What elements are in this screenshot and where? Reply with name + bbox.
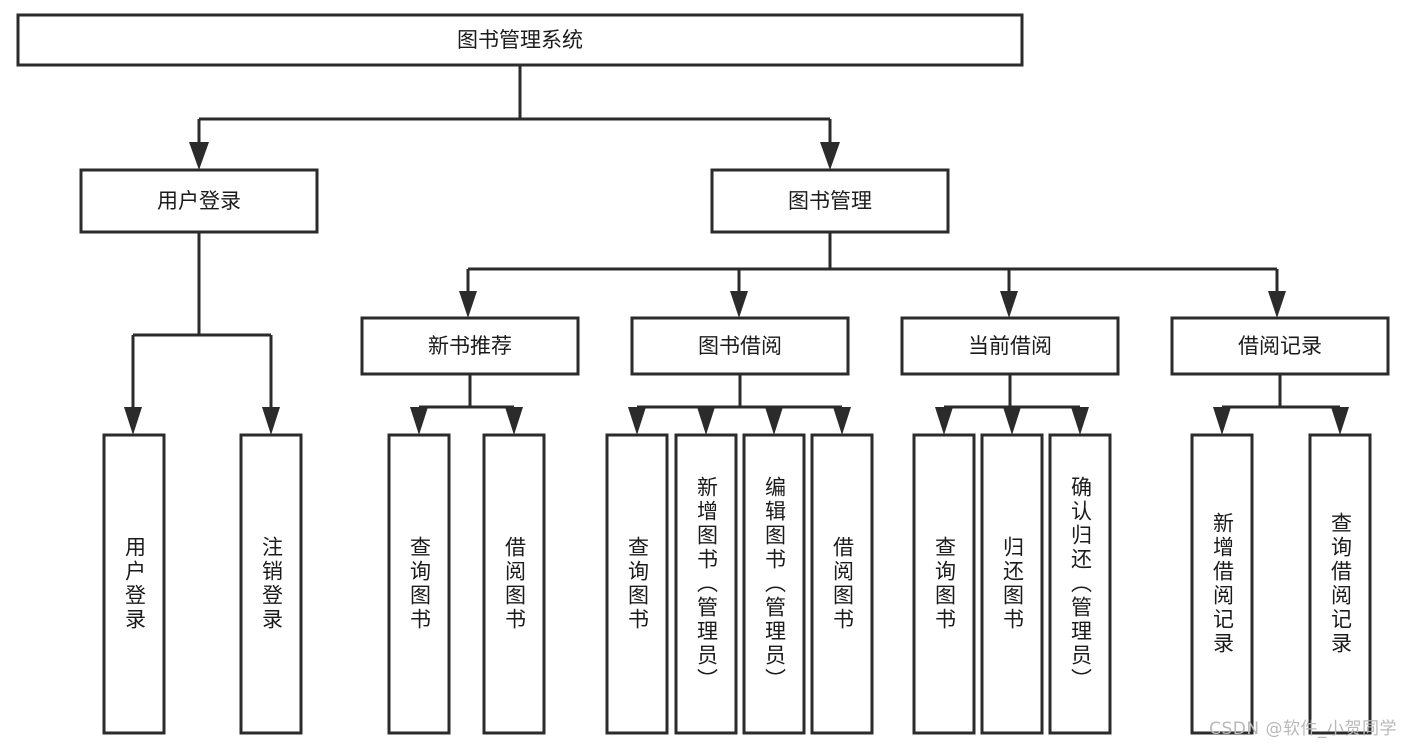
node-user-login-box[interactable] xyxy=(79,168,319,234)
node-return-book-box[interactable] xyxy=(980,433,1044,735)
arrow-head-current-borrow xyxy=(1000,291,1018,318)
arrow-head-add-book-admin xyxy=(697,407,715,435)
node-query-book-2-box[interactable] xyxy=(605,433,669,735)
watermark-text: CSDN @软件_小贺同学 xyxy=(1209,719,1397,739)
node-user-login-do-box[interactable] xyxy=(102,433,166,735)
arrow-head-query-book-3 xyxy=(935,407,953,435)
connector-group-borrow-record xyxy=(1213,374,1349,435)
arrow-head-query-book-1 xyxy=(410,407,428,435)
arrow-head-user-login-do xyxy=(124,407,142,435)
node-new-book-recommend[interactable]: 新书推荐 xyxy=(360,316,580,376)
node-add-book-admin-box[interactable] xyxy=(674,433,738,735)
arrow-head-user-logout xyxy=(262,407,280,435)
node-borrow-book-1-box[interactable] xyxy=(482,433,546,735)
node-book-manage[interactable]: 图书管理 xyxy=(710,168,950,234)
arrow-head-book-manage xyxy=(820,142,840,170)
arrow-head-query-book-2 xyxy=(628,407,646,435)
arrow-head-book-borrow xyxy=(730,291,748,318)
node-query-book-1-box[interactable] xyxy=(387,433,451,735)
node-new-book-recommend-label: 新书推荐 xyxy=(428,334,512,358)
node-borrow-record[interactable]: 借阅记录 xyxy=(1170,316,1390,376)
arrow-head-add-borrow-record xyxy=(1213,407,1231,435)
node-book-manage-label: 图书管理 xyxy=(788,189,872,213)
node-query-borrow-record-box[interactable] xyxy=(1308,433,1372,735)
node-current-borrow-box[interactable] xyxy=(900,316,1120,376)
node-root-label: 图书管理系统 xyxy=(457,28,583,52)
node-new-book-recommend-box[interactable] xyxy=(360,316,580,376)
node-current-borrow[interactable]: 当前借阅 xyxy=(900,316,1120,376)
node-book-borrow-box[interactable] xyxy=(630,316,850,376)
node-current-borrow-label: 当前借阅 xyxy=(968,334,1052,358)
node-book-borrow-label: 图书借阅 xyxy=(698,334,782,358)
arrow-head-borrow-book-1 xyxy=(505,407,523,435)
connector-group-current-borrow xyxy=(935,374,1089,435)
arrow-head-borrow-record xyxy=(1268,291,1286,318)
node-user-login-label: 用户登录 xyxy=(157,189,241,213)
arrow-head-confirm-return-admin xyxy=(1071,407,1089,435)
connector-group-new-book-recommend xyxy=(410,374,523,435)
arrow-head-new-book-recommend xyxy=(459,291,477,318)
node-borrow-record-box[interactable] xyxy=(1170,316,1390,376)
leaf-boxes xyxy=(102,433,1372,735)
node-confirm-return-admin-box[interactable] xyxy=(1048,433,1112,735)
node-root-box[interactable] xyxy=(16,13,1024,67)
node-root[interactable]: 图书管理系统 xyxy=(16,13,1024,67)
arrow-head-query-borrow-record xyxy=(1331,407,1349,435)
connector-group-user-login xyxy=(124,232,280,435)
arrow-head-borrow-book-2 xyxy=(833,407,851,435)
node-borrow-book-2-box[interactable] xyxy=(810,433,874,735)
node-borrow-record-label: 借阅记录 xyxy=(1238,334,1322,358)
connector-group-book-manage xyxy=(459,232,1286,318)
node-user-logout-box[interactable] xyxy=(239,433,303,735)
node-book-borrow[interactable]: 图书借阅 xyxy=(630,316,850,376)
node-user-login[interactable]: 用户登录 xyxy=(79,168,319,234)
connector-group-root xyxy=(189,65,840,170)
node-query-book-3-box[interactable] xyxy=(912,433,976,735)
connector-group-book-borrow xyxy=(628,374,851,435)
node-add-borrow-record-box[interactable] xyxy=(1190,433,1254,735)
node-book-manage-box[interactable] xyxy=(710,168,950,234)
node-edit-book-admin-box[interactable] xyxy=(742,433,806,735)
arrow-head-return-book xyxy=(1003,407,1021,435)
arrow-head-edit-book-admin xyxy=(765,407,783,435)
arrow-head-user-login xyxy=(189,142,209,170)
